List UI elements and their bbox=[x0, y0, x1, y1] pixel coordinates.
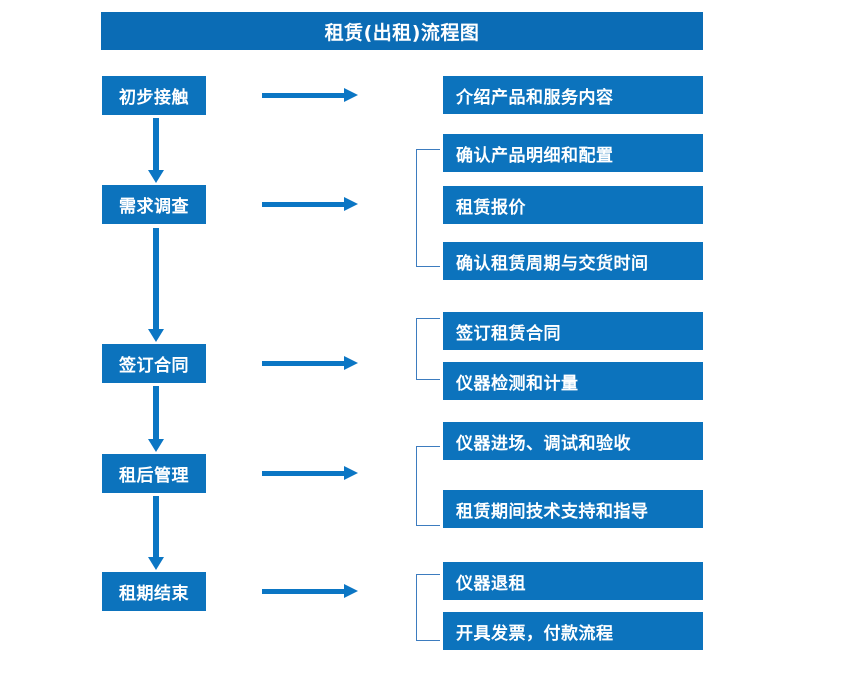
detail-box-confirm-product-details[interactable]: 确认产品明细和配置 bbox=[443, 134, 703, 172]
stage-box-lease-end[interactable]: 租期结束 bbox=[102, 572, 206, 611]
group-bracket-sign-contract bbox=[416, 318, 440, 380]
vertical-arrow-1 bbox=[148, 118, 164, 183]
detail-box-technical-support[interactable]: 租赁期间技术支持和指导 bbox=[443, 490, 703, 528]
detail-box-instrument-return[interactable]: 仪器退租 bbox=[443, 562, 703, 600]
stage-box-sign-contract[interactable]: 签订合同 bbox=[102, 344, 206, 383]
detail-box-confirm-lease-period[interactable]: 确认租赁周期与交货时间 bbox=[443, 242, 703, 280]
horizontal-arrow-5 bbox=[262, 584, 362, 598]
flowchart-title: 租赁(出租)流程图 bbox=[101, 12, 703, 50]
detail-box-instrument-inspection[interactable]: 仪器检测和计量 bbox=[443, 362, 703, 400]
horizontal-arrow-3 bbox=[262, 356, 362, 370]
detail-box-invoice-payment[interactable]: 开具发票，付款流程 bbox=[443, 612, 703, 650]
stage-box-initial-contact[interactable]: 初步接触 bbox=[102, 76, 206, 115]
horizontal-arrow-4 bbox=[262, 466, 362, 480]
group-bracket-post-rental-management bbox=[416, 446, 440, 526]
group-bracket-lease-end bbox=[416, 574, 440, 641]
detail-box-introduce-products[interactable]: 介绍产品和服务内容 bbox=[443, 76, 703, 114]
vertical-arrow-4 bbox=[148, 496, 164, 570]
detail-box-instrument-entry-commissioning[interactable]: 仪器进场、调试和验收 bbox=[443, 422, 703, 460]
vertical-arrow-2 bbox=[148, 228, 164, 342]
stage-box-post-rental-management[interactable]: 租后管理 bbox=[102, 454, 206, 493]
group-bracket-demand-survey bbox=[416, 149, 440, 267]
horizontal-arrow-2 bbox=[262, 197, 362, 211]
stage-box-demand-survey[interactable]: 需求调查 bbox=[102, 185, 206, 224]
detail-box-rental-quotation[interactable]: 租赁报价 bbox=[443, 186, 703, 224]
detail-box-sign-lease-contract[interactable]: 签订租赁合同 bbox=[443, 312, 703, 350]
vertical-arrow-3 bbox=[148, 386, 164, 452]
horizontal-arrow-1 bbox=[262, 88, 362, 102]
